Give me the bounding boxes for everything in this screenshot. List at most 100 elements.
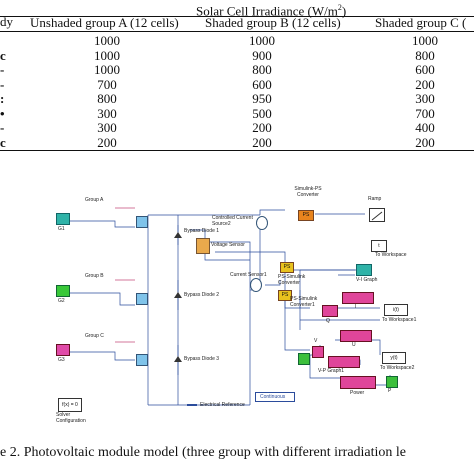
table-cell: 1000 [412, 33, 438, 48]
table-cell: 200 [252, 134, 272, 150]
table-cell: 900 [252, 47, 272, 63]
table-cell: 800 [97, 91, 117, 106]
i-display[interactable] [342, 292, 374, 304]
table-cell: 700 [97, 76, 117, 92]
voltage-sensor-label: Voltage Sensor [211, 242, 245, 248]
pv-group-a[interactable] [136, 216, 148, 228]
table-cell: 200 [97, 134, 117, 150]
table-cell: 200 [415, 134, 435, 150]
row-label: c [0, 47, 6, 63]
bypass-diode-1-icon[interactable] [174, 232, 182, 238]
figure-caption: e 2. Photovoltaic module model (three gr… [0, 445, 407, 460]
u-display[interactable] [340, 330, 372, 342]
study-header: dy [0, 14, 13, 29]
pv-group-c[interactable] [136, 354, 148, 366]
table-cell: 600 [252, 76, 272, 92]
table-cell: 1000 [249, 33, 275, 48]
controlled-current-source[interactable] [256, 216, 268, 230]
vi-graph-block[interactable] [356, 264, 372, 276]
row-label: : [0, 91, 5, 106]
to-workspace2-label: To Workspace2 [380, 365, 415, 371]
q-block[interactable] [322, 305, 338, 317]
row-label: c [0, 134, 6, 150]
power-label: Power [350, 390, 365, 396]
ps-simulink-converter[interactable]: PS [280, 262, 294, 273]
i-label: I [355, 304, 357, 310]
q-label: Q [326, 318, 330, 324]
col-header-a: Unshaded group A (12 cells) [30, 15, 179, 30]
vp-graph-block[interactable] [328, 356, 360, 368]
row-label: - [0, 76, 5, 92]
v-label: V [314, 338, 318, 344]
u-label: U [352, 342, 356, 348]
group-c-label: Group C [85, 333, 104, 339]
to-workspace1-block[interactable]: i(t) [384, 304, 408, 316]
table-cell: 1000 [94, 47, 120, 63]
irradiance-table: dy Solar Cell Irradiance (W/m2) Unshaded… [0, 0, 474, 160]
solver-configuration-label: Solver Configuration [56, 412, 86, 424]
continuous-block[interactable]: Continuous [255, 392, 295, 402]
to-workspace-label: To Workspace [375, 252, 407, 258]
v-block[interactable] [312, 346, 324, 358]
simulink-ps-label: Simulink-PS Converter [294, 186, 322, 198]
ramp-block[interactable] [369, 208, 385, 222]
simulink-diagram: Group A Group B Group C G1 G2 G3 Bypass … [0, 180, 474, 430]
to-workspace2-block[interactable]: y(t) [382, 352, 406, 364]
table-cell: 800 [415, 47, 435, 63]
g2-block[interactable] [56, 285, 70, 297]
to-workspace1-label: To Workspace1 [382, 317, 417, 323]
solver-configuration-block[interactable]: f(x) = 0 [58, 398, 82, 412]
current-sensor-block[interactable] [250, 278, 262, 292]
row-label: - [0, 120, 5, 135]
table-cell: 1000 [94, 62, 120, 77]
g3-label: G3 [58, 357, 65, 363]
power-display[interactable] [340, 376, 376, 389]
row-label: - [0, 62, 5, 77]
g2-label: G2 [58, 298, 65, 304]
ps-simulink-label: PS-Simulink Converter [278, 274, 306, 286]
to-workspace-block[interactable]: t [371, 240, 387, 252]
bottom-rule [0, 150, 474, 151]
table-cell: 500 [252, 105, 272, 121]
col-header-c: Shaded group C ( [375, 15, 467, 30]
table-cell: 300 [415, 91, 435, 106]
table-cell: 1000 [94, 33, 120, 48]
header-rule [0, 16, 474, 17]
table-cell: 950 [252, 91, 272, 106]
row-label: • [0, 105, 5, 121]
vp-graph-label: V-P Graph1 [318, 368, 345, 374]
current-sensor-label: Current Sensor1 [230, 272, 267, 278]
g1-block[interactable] [56, 213, 70, 225]
table-cell: 700 [415, 105, 435, 121]
table-cell: 200 [252, 120, 272, 135]
p-block[interactable] [386, 376, 398, 388]
ps-simulink-converter1[interactable]: PS [278, 290, 292, 301]
bypass-diode-2-icon[interactable] [174, 292, 182, 298]
bypass-diode-3-label: Bypass Diode 3 [184, 356, 220, 362]
bypass-diode-2-label: Bypass Diode 2 [184, 292, 220, 298]
bypass-diode-3-icon[interactable] [174, 356, 182, 362]
table-cell: 300 [97, 120, 117, 135]
irradiance-header: Solar Cell Irradiance (W/m2) [196, 3, 347, 19]
p-label: P [388, 388, 392, 394]
bypass-diode-1-label: Bypass Diode 1 [184, 228, 220, 234]
ramp-icon [371, 211, 383, 221]
electrical-reference-label: Electrical Reference [200, 402, 245, 408]
table-cell: 200 [415, 76, 435, 92]
continuous-label: Continuous [260, 394, 286, 400]
group-b-label: Group B [85, 273, 104, 279]
column-rule [0, 31, 474, 32]
group-a-label: Group A [85, 197, 104, 203]
voltage-sensor-block[interactable] [196, 238, 210, 254]
table-cell: 600 [415, 62, 435, 77]
vi-graph-label: V-I Graph [356, 277, 378, 283]
product-block[interactable] [298, 353, 310, 365]
table-cell: 400 [415, 120, 435, 135]
controlled-current-label: Controlled Current Source2 [212, 215, 253, 227]
g1-label: G1 [58, 226, 65, 232]
g3-block[interactable] [56, 344, 70, 356]
simulink-ps-converter[interactable]: PS [298, 210, 314, 221]
ground-icon [187, 404, 197, 406]
table-cell: 800 [252, 62, 272, 77]
pv-group-b[interactable] [136, 293, 148, 305]
